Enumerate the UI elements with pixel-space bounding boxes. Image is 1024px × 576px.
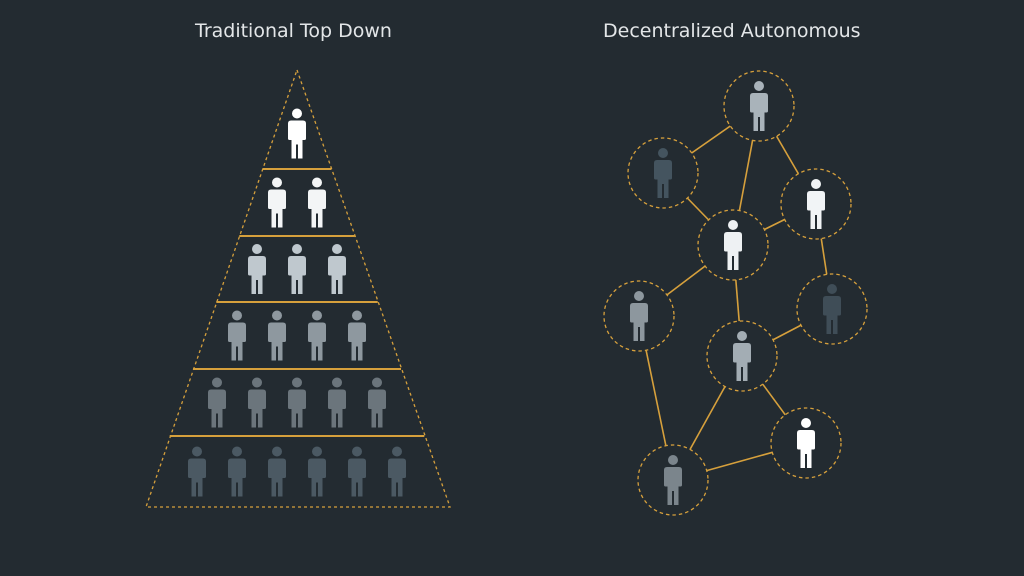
network-node [697, 209, 769, 281]
pyramid-tier-2 [268, 177, 326, 228]
pyramid-outline [145, 68, 451, 508]
person-icon [268, 177, 286, 228]
person-icon [348, 310, 366, 361]
pyramid-tier-4 [228, 310, 366, 361]
network-node [770, 407, 842, 479]
pyramid-tier-1 [288, 108, 306, 159]
network-node [603, 280, 675, 352]
network-node [723, 70, 795, 142]
person-icon [228, 310, 246, 361]
person-icon [288, 377, 306, 428]
person-icon [208, 377, 226, 428]
person-icon [388, 446, 406, 497]
person-icon [248, 244, 266, 294]
person-icon [268, 310, 286, 361]
person-icon [228, 446, 246, 497]
network-node [637, 444, 709, 516]
pyramid-tier-6 [188, 446, 406, 497]
person-icon [328, 377, 346, 428]
person-icon [288, 108, 306, 159]
person-icon [268, 446, 286, 497]
person-icon [248, 377, 266, 428]
person-icon [328, 244, 346, 294]
pyramid-tier-3 [248, 244, 346, 294]
person-icon [348, 446, 366, 497]
network-node [780, 168, 852, 240]
person-icon [288, 244, 306, 294]
person-icon [368, 377, 386, 428]
pyramid-tier-5 [208, 377, 386, 428]
network-node [706, 320, 778, 392]
person-icon [308, 310, 326, 361]
person-icon [188, 446, 206, 497]
network-node [796, 273, 868, 345]
person-icon [308, 446, 326, 497]
pyramid-hierarchy [145, 68, 451, 508]
left-panel-title: Traditional Top Down [195, 20, 392, 42]
network-nodes [603, 70, 868, 516]
network-node [627, 137, 699, 209]
right-panel-title: Decentralized Autonomous [603, 20, 861, 42]
person-icon [308, 177, 326, 228]
